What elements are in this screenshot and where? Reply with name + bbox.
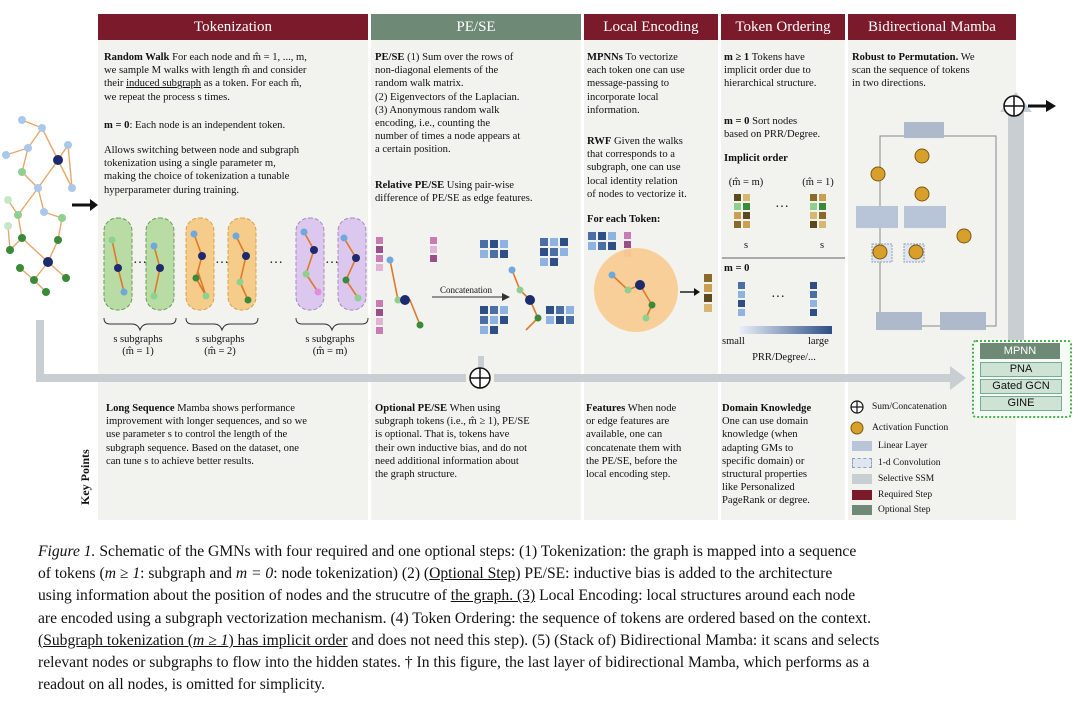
panel-token-ordering: [721, 40, 845, 520]
tokenization-random-walk-text: Random Walk For each node and m̂ = 1, ..…: [104, 52, 307, 103]
mamba-robust-text: Robust to Permutation. We scan the seque…: [852, 52, 975, 90]
linear-swatch: [852, 441, 872, 451]
legend-conv: 1-d Convolution: [852, 456, 941, 470]
mpnn-gated-gcn: Gated GCN: [980, 379, 1062, 394]
header-local-encoding: Local Encoding: [584, 14, 718, 40]
keypoint-domain-knowledge: Domain Knowledge One can use domain know…: [722, 403, 812, 507]
panel-mamba: [848, 40, 1016, 520]
ssm-swatch: [852, 474, 872, 484]
ordering-m0-text: m = 0 Sort nodes based on PRR/Degree.: [724, 116, 821, 141]
ordering-prr-label: PRR/Degree/...: [752, 352, 816, 363]
legend-optional: Optional Step: [852, 503, 931, 517]
mpnn-gine: GINE: [980, 396, 1062, 411]
legend-linear: Linear Layer: [852, 439, 927, 453]
diagram-graphics: [2, 92, 1056, 435]
keypoint-features: Features When node or edge features are …: [586, 403, 682, 481]
pese-relative-text: Relative PE/SE Using pair-wise differenc…: [375, 180, 533, 205]
ordering-dots-bottom: ···: [771, 290, 785, 305]
required-swatch: [852, 490, 872, 500]
figure-caption: Figure 1. Schematic of the GMNs with fou…: [38, 543, 880, 694]
keypoint-long-sequence: Long Sequence Mamba shows performance im…: [106, 403, 307, 467]
local-rwf-text: RWF Given the walks that corresponds to …: [587, 136, 687, 200]
legend-ssm: Selective SSM: [852, 472, 934, 486]
mpnn-pna: PNA: [980, 362, 1062, 377]
header-pese: PE/SE: [371, 14, 581, 40]
flow-arrow: [36, 320, 966, 390]
pese-text: PE/SE (1) Sum over the rows of non-diago…: [375, 52, 521, 156]
header-bidirectional-mamba: Bidirectional Mamba: [848, 14, 1016, 40]
keypoints-label: Key Points: [78, 449, 92, 505]
ordering-large-label: large: [808, 336, 829, 347]
ordering-mhat-m: (m̂ = m): [728, 177, 764, 188]
ordering-s-left: s: [743, 240, 749, 251]
conv-swatch: [852, 458, 872, 468]
ordering-m1-text: m ≥ 1 Tokens have implicit order due to …: [724, 52, 817, 90]
ordering-s-right: s: [819, 240, 825, 251]
tokenization-allows-text: Allows switching between node and subgra…: [104, 145, 300, 196]
subgraph-label-3: s subgraphs(m̂ = m): [305, 334, 355, 357]
dots-3: ···: [269, 256, 283, 271]
subgraph-label-1: s subgraphs(m̂ = 1): [113, 334, 163, 357]
dots-2: ···: [215, 256, 229, 271]
keypoint-optional-pese: Optional PE/SE When using subgraph token…: [375, 403, 530, 481]
legend-icons: [850, 400, 864, 435]
pese-graphic: [376, 237, 574, 334]
header-tokenization: Tokenization: [98, 14, 368, 40]
legend-required: Required Step: [852, 488, 932, 502]
optional-swatch: [852, 505, 872, 515]
ordering-small-label: small: [722, 336, 745, 347]
ordering-mhat-1: (m̂ = 1): [802, 177, 834, 188]
legend-sum: Sum/Concatenation: [872, 402, 947, 412]
panel-pese: [371, 40, 581, 520]
ordering-implicit-order: Implicit order: [724, 153, 788, 164]
subgraph-label-2: s subgraphs(m̂ = 2): [195, 334, 245, 357]
ordering-m0-label: m = 0: [724, 263, 750, 274]
dots-1: ···: [133, 256, 147, 271]
local-encoding-graphic: [588, 232, 712, 332]
mpnn-header: MPNN: [980, 343, 1060, 359]
tokenization-m0-text: m = 0: Each node is an independent token…: [104, 120, 286, 131]
legend-activation: Activation Function: [872, 423, 949, 433]
local-mpnns-text: MPNNs To vectorize each token one can us…: [587, 52, 685, 116]
mamba-graphic: [856, 92, 1056, 342]
input-graph: [5, 119, 73, 293]
concatenation-label: Concatenation: [440, 285, 492, 295]
header-token-ordering: Token Ordering: [721, 14, 845, 40]
ordering-dots-top: ···: [775, 200, 789, 215]
token-ordering-graphic: [722, 194, 845, 334]
dots-4: ···: [325, 256, 339, 271]
input-graph-nodes: [2, 116, 76, 296]
local-for-each-token: For each Token:: [587, 214, 661, 225]
